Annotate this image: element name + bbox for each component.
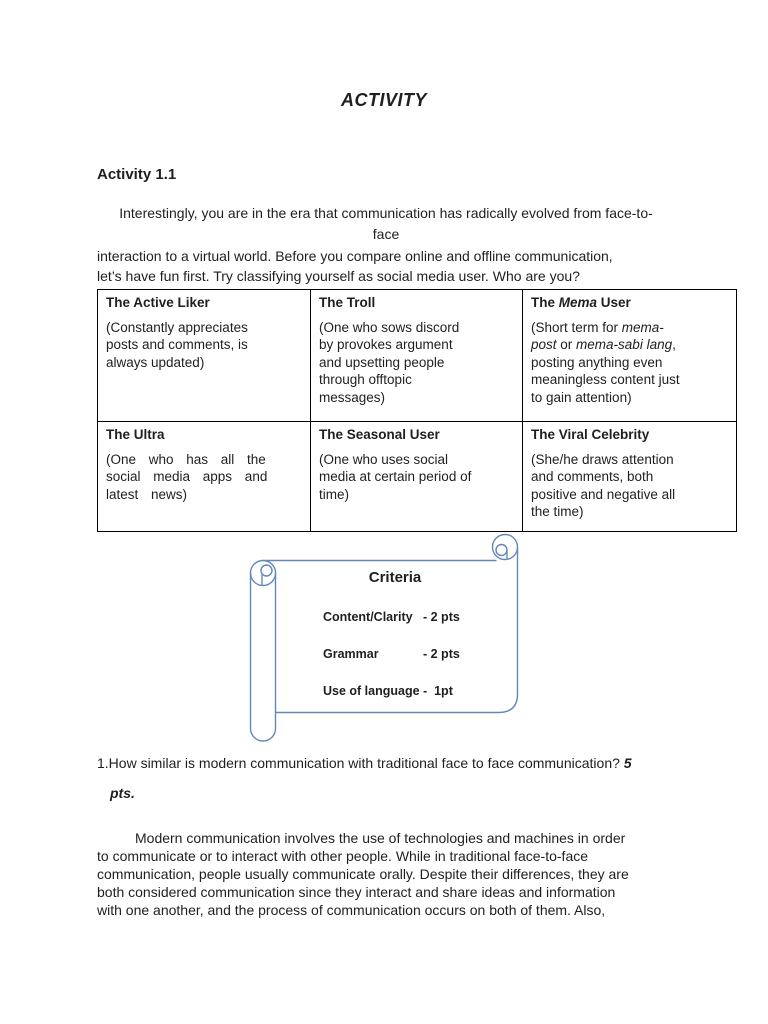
- criteria-item-label: Content/Clarity: [323, 610, 413, 624]
- criteria-item: Content/Clarity - 2 pts: [285, 610, 505, 625]
- cell-title: The Active Liker: [106, 295, 210, 310]
- criteria-item-points: - 1pt: [423, 684, 453, 698]
- table-row: The Active Liker (Constantly appreciates …: [97, 289, 737, 422]
- question-1-line1: 1.How similar is modern communication wi…: [97, 755, 632, 771]
- criteria-scroll-banner: [240, 528, 530, 750]
- cell-title: The Mema User: [531, 295, 631, 310]
- cell-body: (Short term for mema- post or mema-sabi …: [531, 319, 680, 405]
- criteria-item-points: - 2 pts: [423, 647, 460, 661]
- table-cell: The Troll (One who sows discord by provok…: [310, 289, 523, 422]
- table-cell: The Ultra (One who has all the social med…: [97, 421, 311, 532]
- cell-body: (One who has all the social media apps a…: [106, 451, 268, 502]
- cell-title: The Viral Celebrity: [531, 427, 650, 442]
- table-cell: The Active Liker (Constantly appreciates …: [97, 289, 311, 422]
- criteria-item: Grammar - 2 pts: [285, 647, 505, 662]
- user-types-table: The Active Liker (Constantly appreciates …: [97, 289, 737, 532]
- table-cell: The Viral Celebrity (She/he draws attenti…: [522, 421, 737, 532]
- cell-title: The Troll: [319, 295, 376, 310]
- criteria-item-label: Use of language: [323, 684, 420, 698]
- table-cell: The Mema User (Short term for mema- post …: [522, 289, 737, 422]
- criteria-item-points: - 2 pts: [423, 610, 460, 624]
- answer-paragraph: Modern communication involves the use of…: [97, 830, 629, 918]
- intro-paragraph-centered: Interestingly, you are in the era that c…: [119, 205, 653, 242]
- section-heading: Activity 1.1: [97, 166, 177, 183]
- intro-paragraph: interaction to a virtual world. Before y…: [97, 248, 613, 284]
- cell-body: (One who sows discord by provokes argume…: [319, 319, 460, 405]
- criteria-item: Use of language- 1pt: [285, 684, 505, 699]
- criteria-heading: Criteria: [368, 569, 422, 586]
- user-types-table-body: The Active Liker (Constantly appreciates …: [97, 289, 737, 532]
- question-1-line2: pts.: [110, 785, 135, 801]
- table-row: The Ultra (One who has all the social med…: [97, 421, 737, 532]
- table-cell: The Seasonal User (One who uses social me…: [310, 421, 523, 532]
- page-title: ACTIVITY: [340, 90, 427, 110]
- cell-body: (She/he draws attention and comments, bo…: [531, 451, 676, 520]
- cell-title: The Ultra: [106, 427, 165, 442]
- cell-title: The Seasonal User: [319, 427, 440, 442]
- criteria-item-label: Grammar: [323, 647, 379, 661]
- scroll-shape-graphic: [249, 533, 519, 742]
- cell-body: (Constantly appreciates posts and commen…: [106, 319, 248, 370]
- cell-body: (One who uses social media at certain pe…: [319, 451, 472, 502]
